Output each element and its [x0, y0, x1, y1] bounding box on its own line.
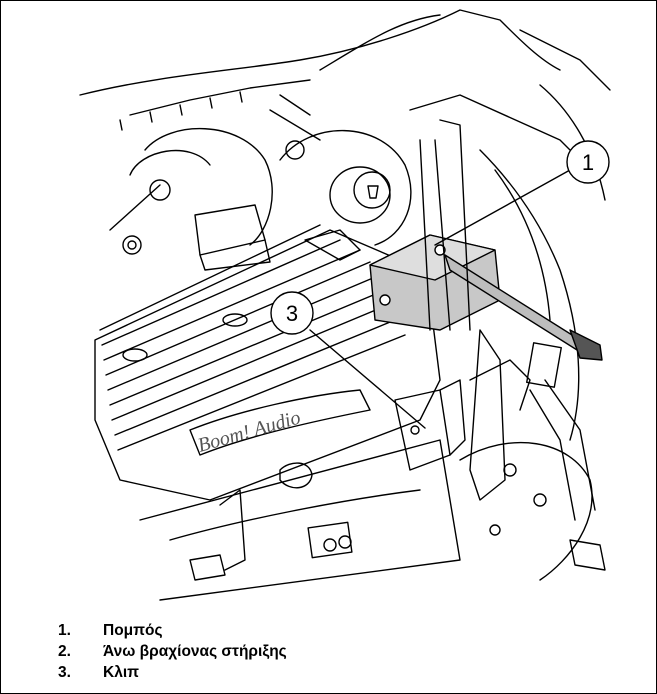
callout-1: 1 — [434, 140, 610, 246]
technical-illustration: Boom! Audio — [40, 0, 620, 612]
mounting-bracket — [419, 119, 606, 581]
clip — [394, 379, 466, 471]
center-speaker — [269, 94, 412, 261]
callout-3: 3 — [270, 291, 426, 429]
left-speaker — [109, 127, 273, 271]
callout-1-number: 1 — [582, 150, 594, 175]
legend-item: 2. Άνω βραχίονας στήριξης — [58, 641, 287, 662]
legend-text: Πομπός — [103, 622, 163, 639]
fairing-outline — [79, 9, 611, 441]
legend-number: 2. — [58, 643, 71, 660]
transmitter — [369, 234, 603, 361]
legend-item: 3. Κλιπ — [58, 662, 287, 683]
parts-legend: 1. Πομπός 2. Άνω βραχίονας στήριξης 3. Κ… — [58, 620, 287, 683]
legend-item: 1. Πομπός — [58, 620, 287, 641]
brand-logo: Boom! Audio — [195, 407, 303, 457]
legend-text: Κλιπ — [103, 664, 139, 681]
callout-3-number: 3 — [286, 301, 298, 326]
legend-text: Άνω βραχίονας στήριξης — [103, 643, 287, 660]
legend-number: 1. — [58, 622, 71, 639]
legend-number: 3. — [58, 664, 71, 681]
